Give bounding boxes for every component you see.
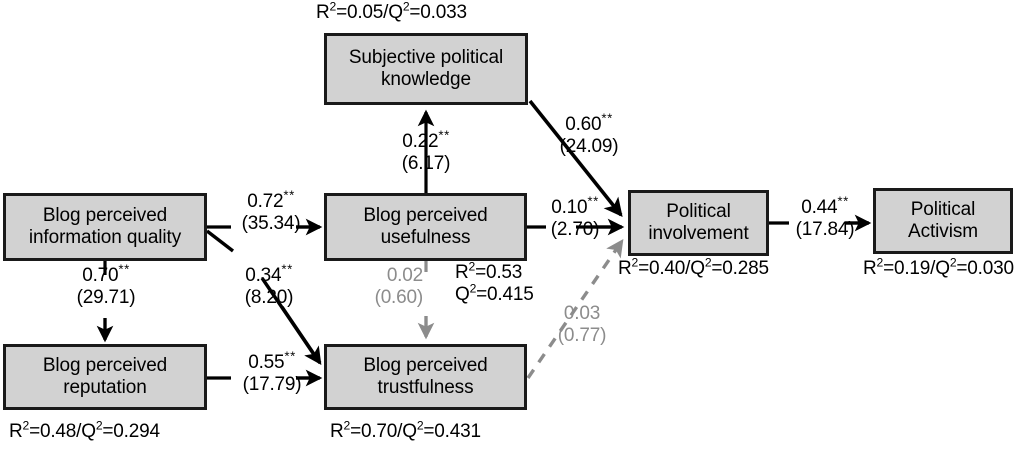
stat-blog-perceived-reputation: R2=0.48/Q2=0.294 — [9, 418, 160, 442]
edge-label-trustfulness-to-involvement: 0.03 (0.77) — [557, 303, 607, 347]
node-label: Political involvement — [648, 200, 749, 244]
stat-blog-perceived-usefulness: R2=0.53 Q2=0.415 — [455, 259, 534, 306]
node-blog-perceived-information-quality[interactable]: Blog perceived information quality — [3, 193, 207, 261]
node-blog-perceived-reputation[interactable]: Blog perceived reputation — [3, 344, 207, 410]
node-label: Blog perceived reputation — [42, 354, 168, 398]
edge-label-usefulness-to-knowledge: 0.22** (6.17) — [401, 127, 451, 175]
edge-label-usefulness-to-involvement: 0.10** (2.70) — [550, 193, 600, 241]
edge-label-usefulness-to-trustfulness: 0.02 (0.60) — [374, 265, 424, 309]
edge-label-reputation-to-trustfulness: 0.55** (17.79) — [242, 348, 302, 396]
node-blog-perceived-usefulness[interactable]: Blog perceived usefulness — [324, 193, 527, 261]
stat-blog-perceived-trustfulness: R2=0.70/Q2=0.431 — [330, 418, 481, 442]
edge-label-knowledge-to-involvement: 0.60** (24.09) — [559, 110, 619, 158]
node-blog-perceived-trustfulness[interactable]: Blog perceived trustfulness — [324, 344, 527, 410]
node-label: Blog perceived usefulness — [363, 204, 488, 248]
node-label: Subjective political knowledge — [348, 46, 504, 90]
node-subjective-political-knowledge[interactable]: Subjective political knowledge — [324, 33, 528, 105]
node-label: Blog perceived trustfulness — [363, 354, 488, 398]
node-label: Blog perceived information quality — [28, 204, 182, 248]
node-political-involvement[interactable]: Political involvement — [628, 190, 769, 256]
edge-label-involvement-to-activism: 0.44** (17.84) — [795, 193, 855, 241]
stat-political-activism: R2=0.19/Q2=0.030 — [863, 255, 1014, 279]
edge-label-quality-to-usefulness: 0.72** (35.34) — [241, 187, 301, 235]
stat-subjective-political-knowledge: R2=0.05/Q2=0.033 — [316, 0, 467, 23]
node-political-activism[interactable]: Political Activism — [873, 188, 1013, 254]
edge-label-quality-to-trustfulness: 0.34** (8.20) — [244, 261, 294, 309]
edge-label-quality-to-reputation: 0.70** (29.71) — [76, 261, 136, 309]
node-label: Political Activism — [908, 198, 978, 242]
stat-political-involvement: R2=0.40/Q2=0.285 — [618, 255, 769, 279]
